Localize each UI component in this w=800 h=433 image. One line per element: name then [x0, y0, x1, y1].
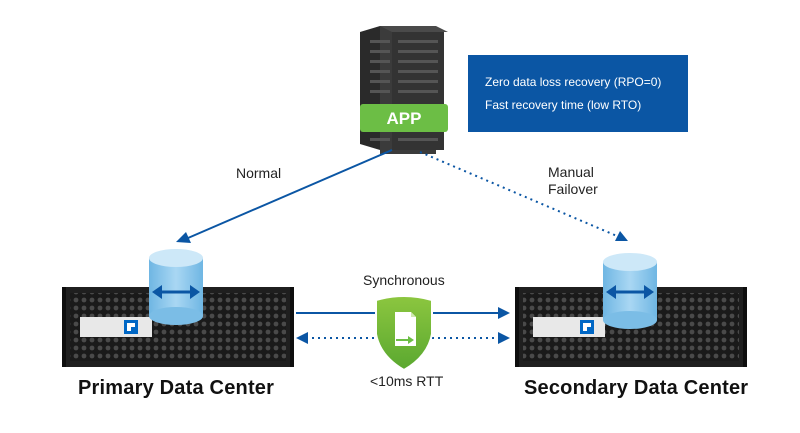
failover-label-line1: Manual — [548, 164, 594, 180]
benefit-rpo: Zero data loss recovery (RPO=0) — [485, 75, 662, 89]
benefits-box: Zero data loss recovery (RPO=0) Fast rec… — [468, 55, 688, 132]
failover-label-line2: Failover — [548, 181, 598, 197]
normal-label: Normal — [236, 165, 282, 181]
synchronous-label: Synchronous — [363, 272, 445, 288]
failover-arrow — [419, 151, 628, 241]
app-label: APP — [387, 109, 422, 128]
normal-arrow — [176, 149, 393, 243]
rtt-label: <10ms RTT — [370, 373, 444, 389]
app-server — [360, 26, 448, 154]
benefit-rto: Fast recovery time (low RTO) — [485, 98, 642, 112]
app-label-bar — [360, 104, 448, 132]
secondary-data-center-title: Secondary Data Center — [524, 377, 749, 399]
primary-data-center-title: Primary Data Center — [78, 377, 275, 399]
secondary-database-icon — [603, 253, 657, 329]
snapmirror-shield-icon — [375, 295, 433, 372]
primary-storage-array — [62, 287, 294, 367]
primary-database-icon — [149, 249, 203, 325]
